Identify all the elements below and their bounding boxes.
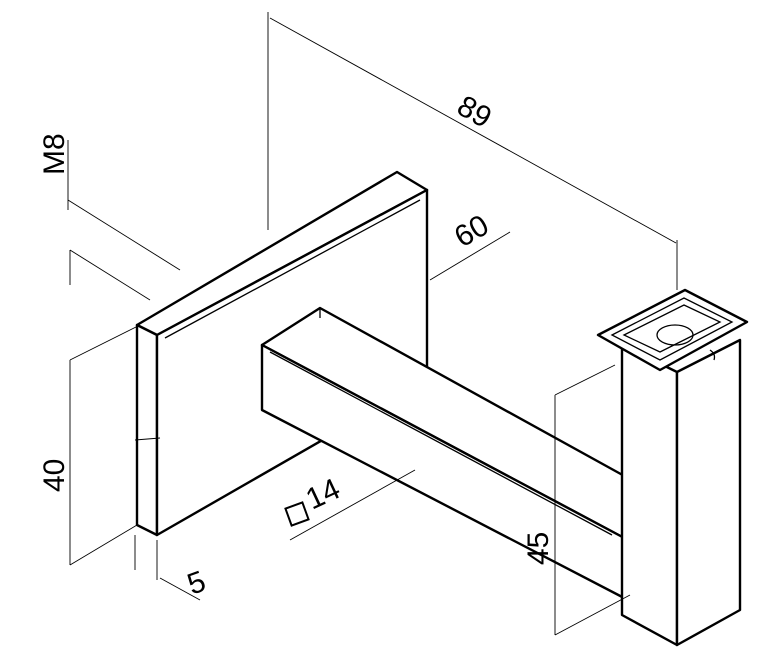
square-section-symbol — [284, 501, 310, 527]
dim-plate-width: 60 — [449, 209, 494, 254]
post — [596, 288, 749, 647]
dimension-lines — [67, 12, 678, 636]
dim-overall-length: 89 — [452, 89, 497, 134]
arm-bar — [260, 306, 630, 602]
dim-post-height: 45 — [522, 532, 555, 565]
dim-plate-thickness: 5 — [183, 565, 210, 602]
dim-bar-section: 14 — [301, 472, 345, 516]
dim-thread: M8 — [38, 133, 71, 175]
dim-plate-height: 40 — [38, 459, 71, 492]
